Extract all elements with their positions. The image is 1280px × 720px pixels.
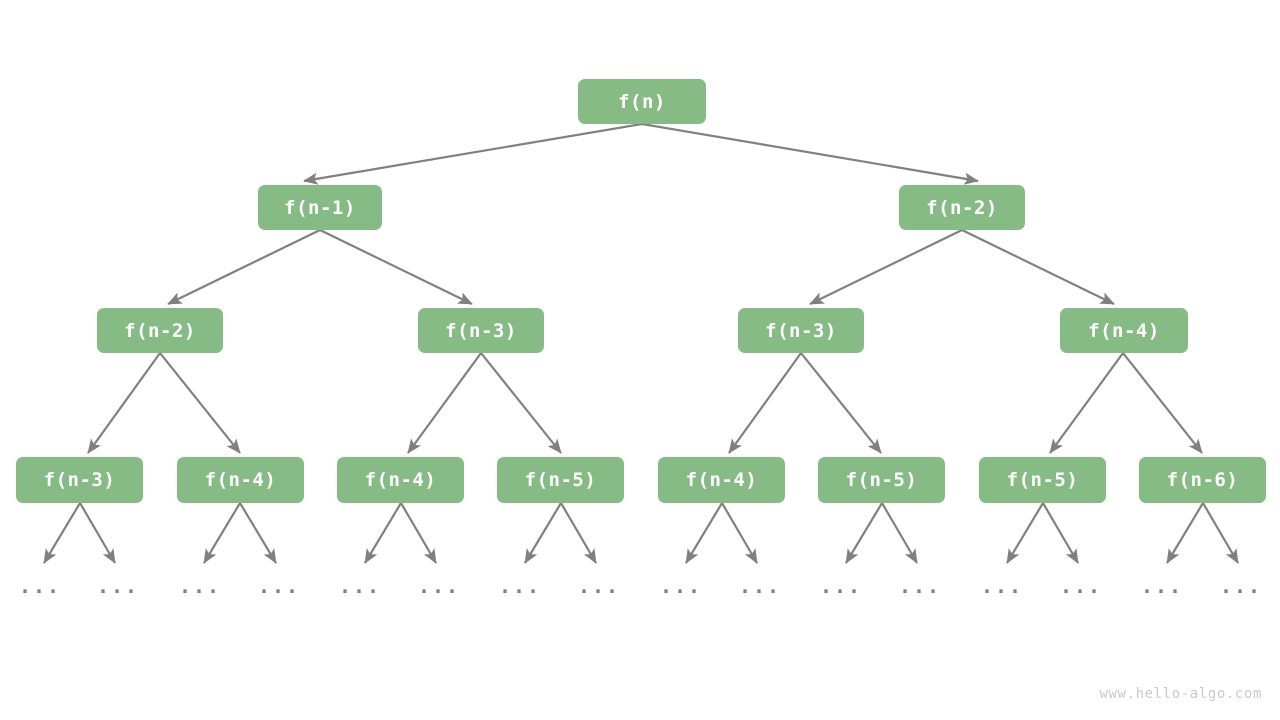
tree-node-n12: f(n-5) xyxy=(818,457,945,503)
tree-node-n8: f(n-4) xyxy=(177,457,304,503)
edge-n9-to-e6 xyxy=(400,502,437,564)
edge-n5-to-n12 xyxy=(800,352,882,454)
edge-n2-to-n6 xyxy=(961,229,1115,305)
edge-group xyxy=(43,122,1239,564)
edge-n4-to-n9 xyxy=(407,352,482,454)
ellipsis-e16: ... xyxy=(1219,574,1263,598)
edge-n3-to-n8 xyxy=(159,352,241,454)
tree-node-label: f(n-4) xyxy=(1088,319,1160,342)
tree-node-n0: f(n) xyxy=(578,79,706,124)
tree-node-n14: f(n-6) xyxy=(1139,457,1266,503)
edge-n3-to-n7 xyxy=(87,352,161,454)
tree-node-label: f(n-5) xyxy=(845,469,918,491)
ellipsis-e7: ... xyxy=(498,574,542,598)
ellipsis-e1: ... xyxy=(18,574,62,598)
tree-node-label: f(n-5) xyxy=(1006,469,1079,491)
edge-n1-to-n4 xyxy=(319,229,473,305)
tree-node-label: f(n-5) xyxy=(524,469,597,491)
edge-n14-to-e15 xyxy=(1166,502,1204,564)
edge-n2-to-n5 xyxy=(809,229,963,305)
edge-n6-to-n14 xyxy=(1122,352,1203,454)
ellipsis-e12: ... xyxy=(898,574,942,598)
edge-n1-to-n3 xyxy=(167,229,321,305)
tree-node-label: f(n-3) xyxy=(43,469,116,491)
tree-node-n7: f(n-3) xyxy=(16,457,143,503)
tree-node-label: f(n-2) xyxy=(926,196,998,219)
edge-n14-to-e16 xyxy=(1202,502,1239,564)
tree-node-label: f(n-6) xyxy=(1166,469,1239,491)
tree-node-label: f(n-3) xyxy=(445,319,517,342)
tree-node-n5: f(n-3) xyxy=(738,308,864,353)
edge-n12-to-e12 xyxy=(881,502,918,564)
tree-node-n4: f(n-3) xyxy=(418,308,544,353)
edge-n11-to-e10 xyxy=(721,502,758,564)
tree-node-label: f(n) xyxy=(618,90,666,113)
ellipsis-e8: ... xyxy=(577,574,621,598)
edge-n7-to-e2 xyxy=(79,502,116,564)
edge-n13-to-e13 xyxy=(1006,502,1044,564)
tree-node-n13: f(n-5) xyxy=(979,457,1106,503)
tree-node-label: f(n-4) xyxy=(685,469,758,491)
edge-n8-to-e3 xyxy=(203,502,241,564)
tree-node-label: f(n-4) xyxy=(204,469,277,491)
ellipsis-e6: ... xyxy=(417,574,461,598)
ellipsis-e5: ... xyxy=(338,574,382,598)
edge-n7-to-e1 xyxy=(43,502,81,564)
edge-n6-to-n13 xyxy=(1049,352,1124,454)
tree-node-label: f(n-1) xyxy=(284,196,356,219)
tree-node-label: f(n-3) xyxy=(765,319,837,342)
ellipsis-e9: ... xyxy=(659,574,703,598)
edge-n5-to-n11 xyxy=(728,352,802,454)
watermark: www.hello-algo.com xyxy=(1099,686,1262,702)
ellipsis-e4: ... xyxy=(257,574,301,598)
tree-node-n6: f(n-4) xyxy=(1060,308,1188,353)
tree-node-n11: f(n-4) xyxy=(658,457,785,503)
ellipsis-e13: ... xyxy=(980,574,1024,598)
ellipsis-e11: ... xyxy=(819,574,863,598)
tree-node-n1: f(n-1) xyxy=(258,185,382,230)
ellipsis-e3: ... xyxy=(178,574,222,598)
ellipsis-e14: ... xyxy=(1059,574,1103,598)
edge-n12-to-e11 xyxy=(845,502,883,564)
tree-node-n2: f(n-2) xyxy=(899,185,1025,230)
tree-node-label: f(n-4) xyxy=(364,469,437,491)
edge-n0-to-n2 xyxy=(641,122,979,185)
edge-n10-to-e8 xyxy=(560,502,597,564)
edge-n11-to-e9 xyxy=(685,502,723,564)
edge-n9-to-e5 xyxy=(364,502,402,564)
tree-node-n10: f(n-5) xyxy=(497,457,624,503)
ellipsis-e2: ... xyxy=(96,574,140,598)
edge-n8-to-e4 xyxy=(239,502,277,564)
edge-n10-to-e7 xyxy=(524,502,562,564)
tree-node-n9: f(n-4) xyxy=(337,457,464,503)
edge-n13-to-e14 xyxy=(1042,502,1079,564)
ellipsis-e15: ... xyxy=(1140,574,1184,598)
edge-n4-to-n10 xyxy=(480,352,562,454)
tree-node-label: f(n-2) xyxy=(124,319,196,342)
ellipsis-e10: ... xyxy=(738,574,782,598)
edge-n0-to-n1 xyxy=(303,122,643,185)
tree-node-n3: f(n-2) xyxy=(97,308,223,353)
